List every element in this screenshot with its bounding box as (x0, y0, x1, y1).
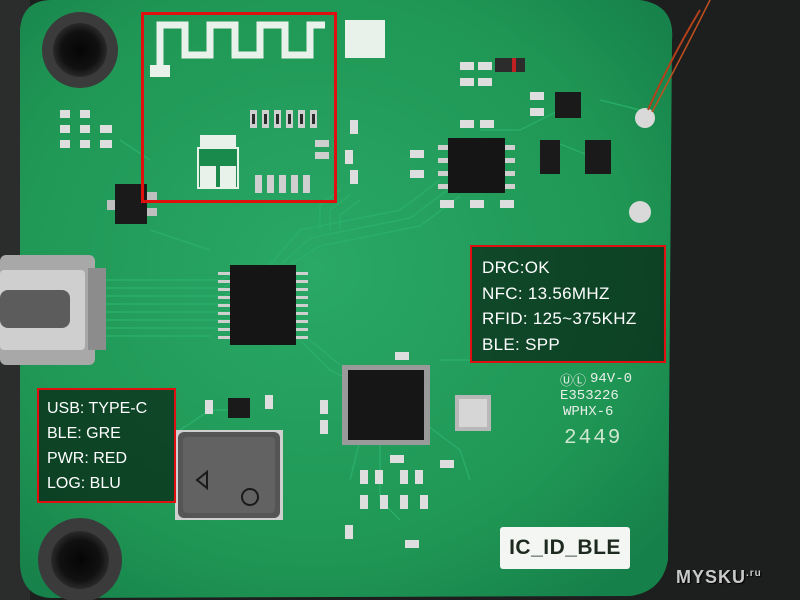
transistor-2 (585, 140, 611, 174)
led-label-box: USB: TYPE-C BLE: GRE PWR: RED LOG: BLU (37, 388, 176, 503)
spec-label-box: DRC:OK NFC: 13.56MHZ RFID: 125~375KHZ BL… (470, 245, 666, 363)
ble-antenna-trace (156, 21, 325, 70)
label-usb: USB: TYPE-C (47, 400, 148, 417)
solder-joint-1 (635, 108, 655, 128)
transistor-3 (555, 92, 581, 118)
coil-wire-2 (651, 0, 711, 113)
watermark-tld: .ru (746, 568, 762, 579)
spec-rfid: RFID: 125~375KHZ (482, 309, 637, 328)
spec-ble: BLE: SPP (482, 334, 560, 354)
label-ble-led: BLE: GRE (47, 425, 121, 442)
ble-module-components (197, 110, 329, 193)
usb-c-connector (0, 255, 106, 365)
silkscreen-date-code: 2449 (564, 427, 623, 450)
silkscreen-brand-label: IC_ID_BLE (500, 527, 630, 569)
silkscreen-file-number: E353226 (560, 388, 619, 404)
label-pwr-led: PWR: RED (47, 450, 127, 467)
soic8-chip (438, 138, 515, 193)
watermark-site: MYSKU (676, 567, 747, 587)
site-watermark: MYSKU.ru (676, 567, 762, 588)
spec-nfc: NFC: 13.56MHZ (482, 283, 610, 303)
test-pad-top (345, 20, 385, 58)
ul-logo: ⓊⓁ (560, 373, 587, 388)
qfn-mcu-chip (342, 365, 430, 445)
silkscreen-maker-code: WPHX-6 (563, 404, 614, 420)
antenna-pad (150, 65, 170, 77)
ble-module-highlight (141, 12, 337, 203)
spec-drc: DRC:OK (482, 258, 550, 277)
tssop-chip (218, 265, 308, 345)
sot-transistor (228, 398, 250, 418)
label-log-led: LOG: BLU (47, 475, 121, 492)
silkscreen-rating: 94V-0 (590, 371, 633, 387)
transistor-1 (540, 140, 560, 174)
center-passives (205, 352, 454, 548)
solder-joint-2 (629, 201, 651, 223)
buzzer (175, 430, 283, 520)
right-passives (345, 62, 544, 208)
coil-wire-1 (647, 9, 701, 111)
left-passives (60, 110, 112, 148)
diode (495, 58, 525, 72)
